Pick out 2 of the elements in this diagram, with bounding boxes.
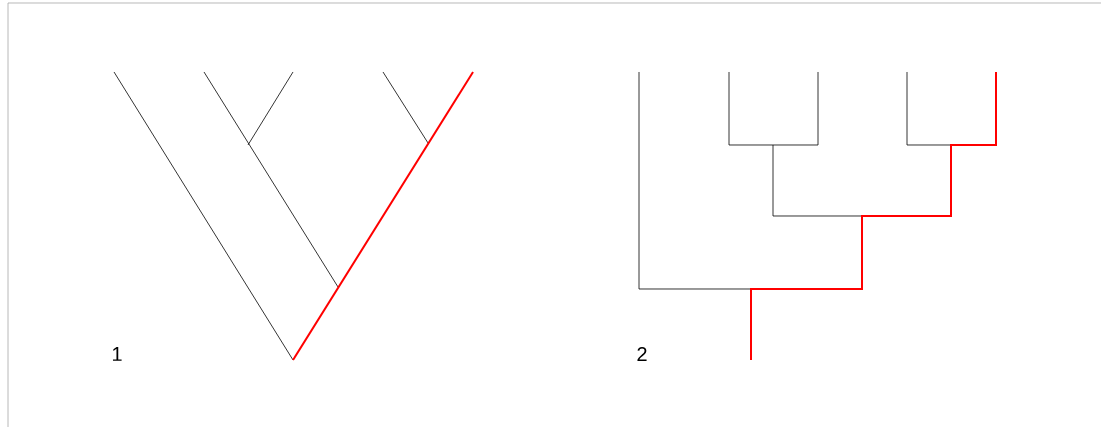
panel-number: 1	[113, 347, 122, 361]
panel-number: 2	[637, 347, 647, 361]
